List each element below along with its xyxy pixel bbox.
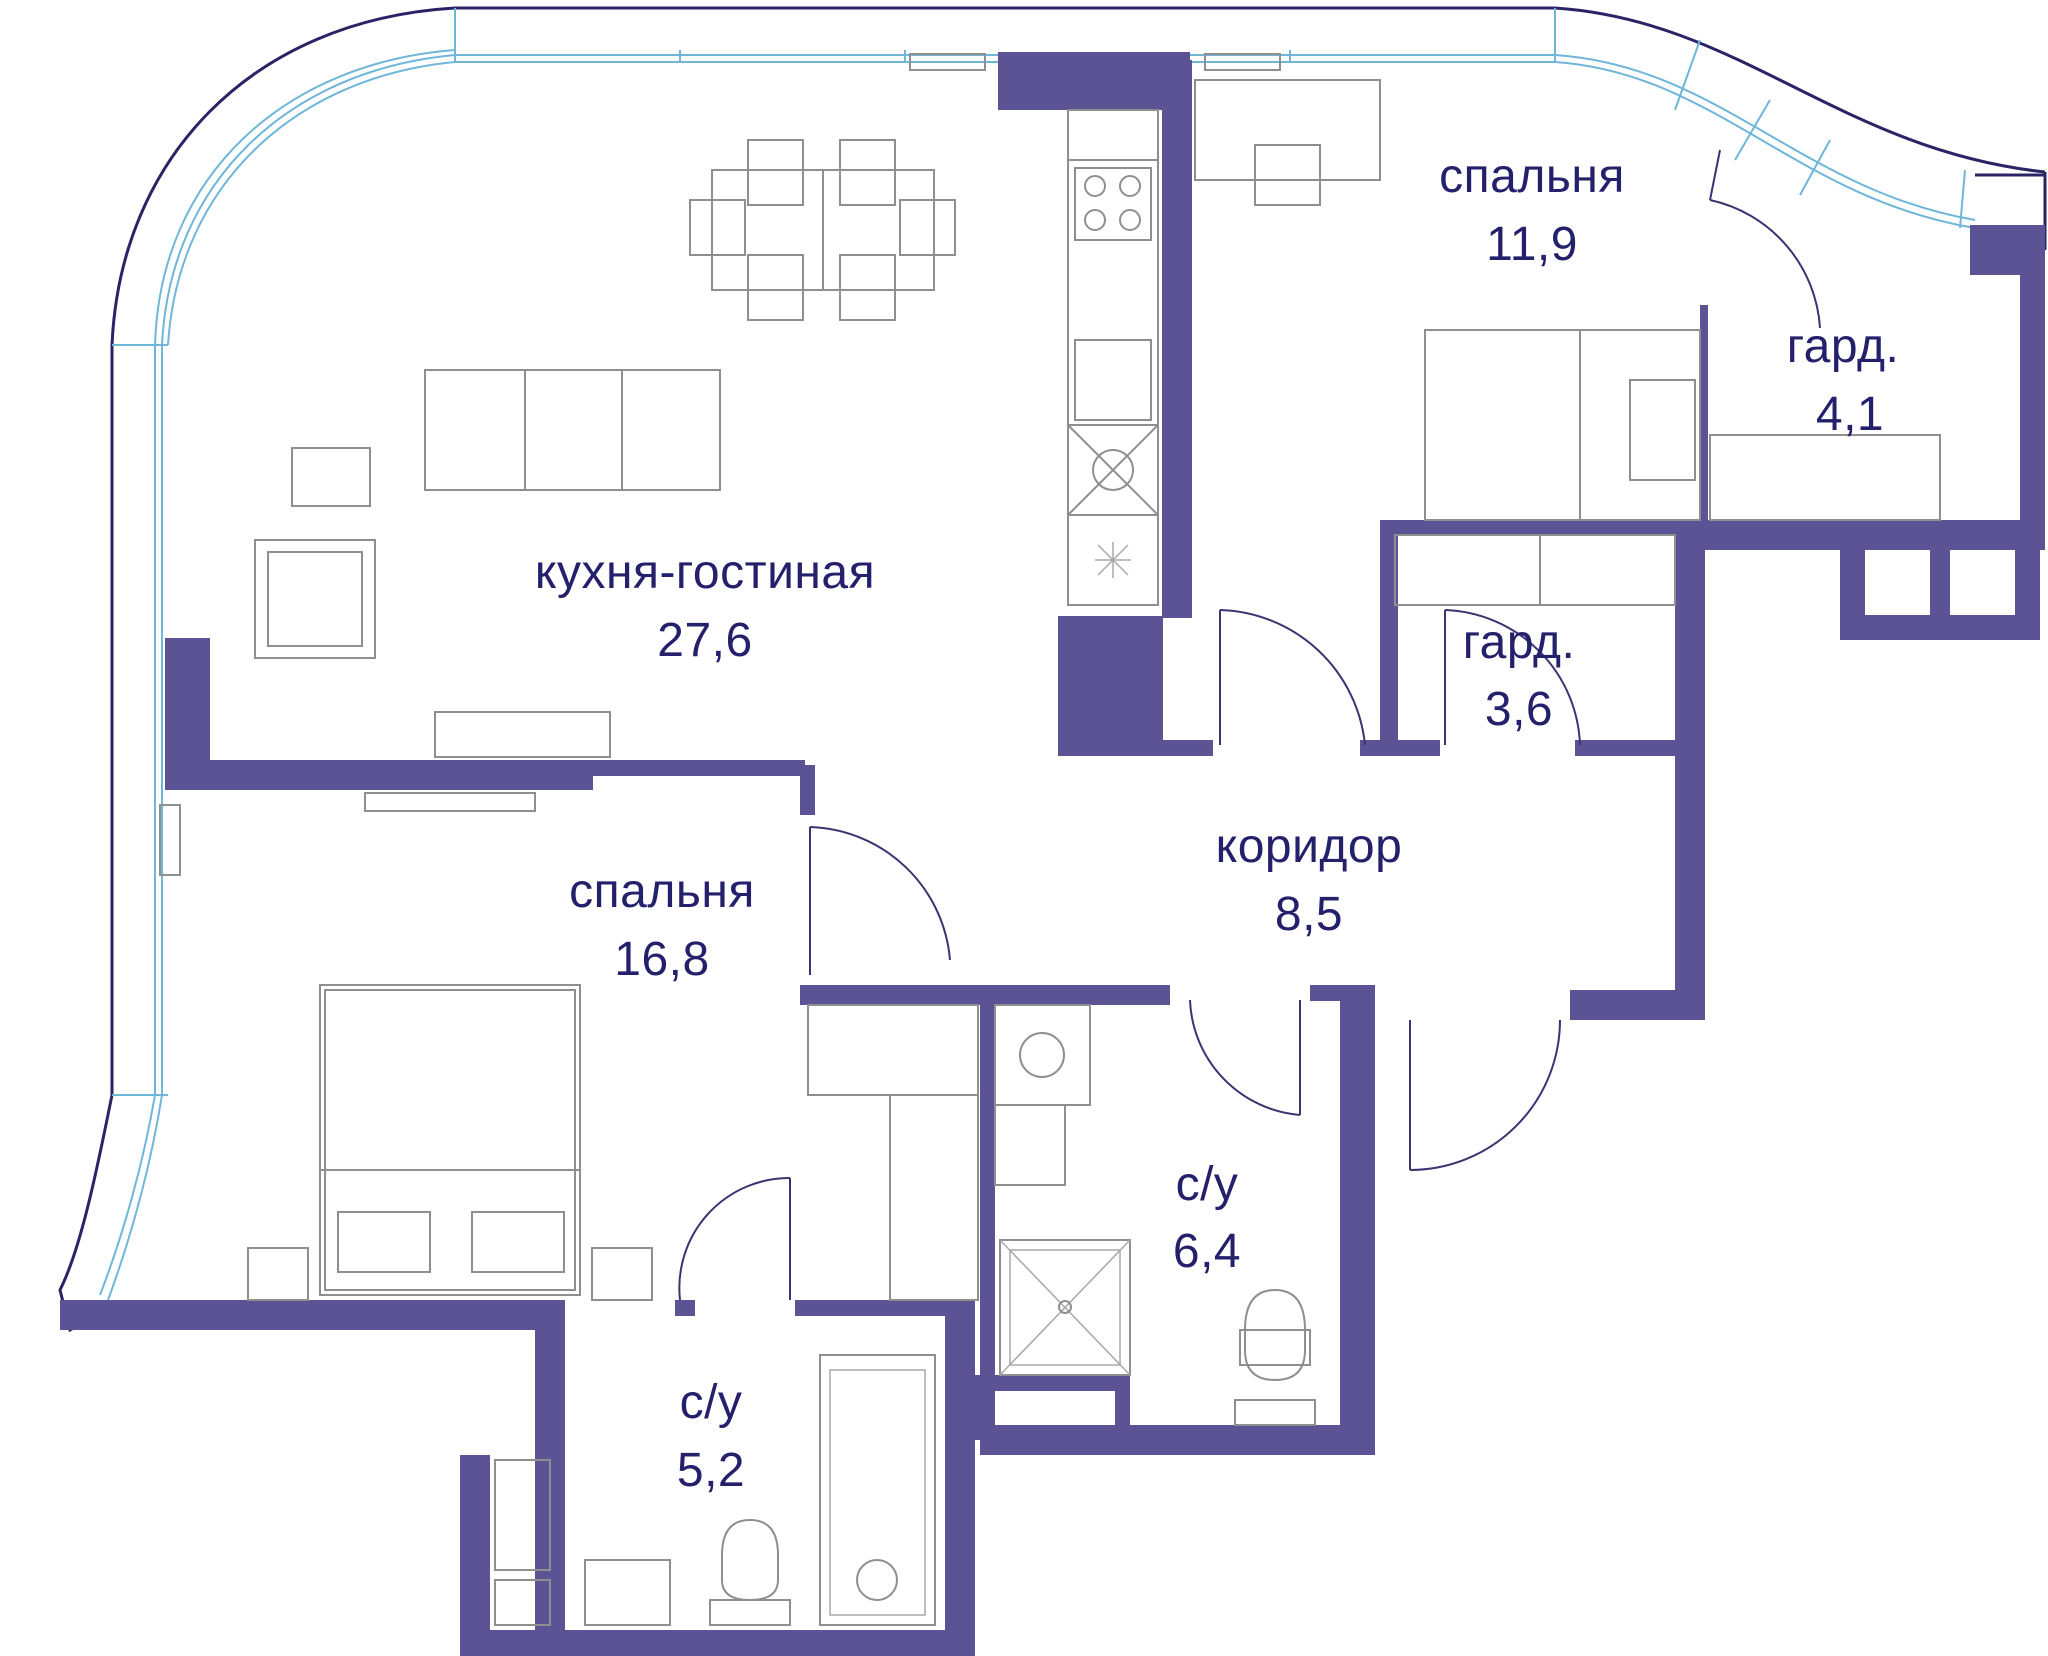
dining-table: [689, 139, 956, 321]
room-area-kitchen-living: 27,6: [657, 614, 752, 667]
bedroom-top-furniture: [1194, 79, 1941, 606]
room-name-kitchen-living: кухня-гостиная: [535, 546, 875, 599]
room-name-bedroom-left: спальня: [569, 865, 755, 918]
doors: [678, 149, 1821, 1301]
room-name-wardrobe-right: гард.: [1787, 320, 1900, 373]
room-area-bathroom-right: 6,4: [1173, 1225, 1241, 1278]
room-area-bedroom-top: 11,9: [1486, 218, 1578, 271]
bathroom-right-fixtures: [994, 1004, 1316, 1426]
room-area-wardrobe-mid: 3,6: [1485, 683, 1553, 736]
room-name-wardrobe-mid: гард.: [1463, 616, 1576, 669]
room-area-wardrobe-right: 4,1: [1816, 388, 1884, 441]
room-name-corridor: коридор: [1216, 820, 1403, 873]
facade-glazing: [58, 6, 2047, 1333]
room-area-corridor: 8,5: [1275, 888, 1343, 941]
room-name-bathroom-left: с/у: [680, 1376, 743, 1429]
room-area-bedroom-left: 16,8: [614, 933, 709, 986]
room-area-bathroom-left: 5,2: [677, 1444, 745, 1497]
bathroom-left-fixtures: [494, 1354, 936, 1626]
room-labels: кухня-гостиная 27,6 спальня 11,9 гард. 4…: [535, 150, 1899, 1497]
living-furniture: [254, 369, 721, 812]
room-name-bedroom-top: спальня: [1439, 150, 1625, 203]
room-name-bathroom-right: с/у: [1176, 1158, 1239, 1211]
kitchen-counter: [1067, 109, 1159, 606]
walls: [60, 52, 2045, 1656]
bedroom-left-furniture: [247, 984, 979, 1301]
